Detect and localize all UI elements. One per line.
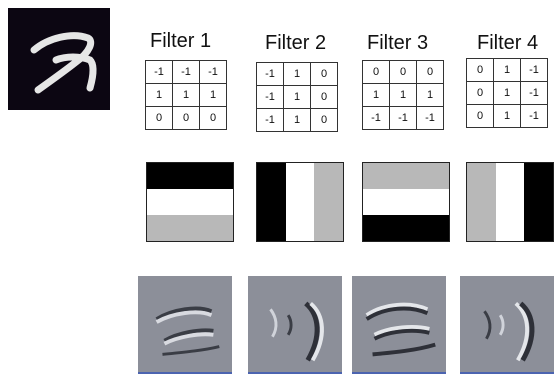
pattern-band — [495, 163, 525, 241]
kernel-cell: 0 — [199, 106, 227, 130]
output-1-drawing — [155, 306, 220, 356]
pattern-band — [467, 163, 496, 241]
filter-1-pattern — [146, 162, 234, 242]
filter-3-pattern — [362, 162, 450, 242]
pattern-band — [363, 215, 449, 241]
kernel-cell: -1 — [389, 106, 417, 130]
pattern-band — [314, 163, 344, 241]
filter-4-title: Filter 4 — [477, 32, 539, 54]
kernel-cell: 1 — [493, 81, 521, 105]
kernel-cell: 0 — [310, 108, 338, 132]
output-3-drawing — [365, 302, 436, 357]
filter-1-title: Filter 1 — [150, 30, 212, 52]
kernel-cell: 0 — [416, 60, 444, 84]
kernel-cell: 0 — [389, 60, 417, 84]
filter-1-output-map — [138, 276, 232, 374]
filter-3-kernel: 0 0 0 1 1 1 -1 -1 -1 — [362, 60, 444, 130]
pattern-band — [524, 163, 554, 241]
kernel-cell: -1 — [520, 58, 548, 82]
filter-4-kernel: 0 1 -1 0 1 -1 0 1 -1 — [466, 58, 548, 128]
kernel-cell: 0 — [362, 60, 390, 84]
output-4-drawing — [483, 301, 535, 362]
kernel-cell: 0 — [466, 81, 494, 105]
pattern-band — [257, 163, 286, 241]
kernel-cell: -1 — [256, 108, 284, 132]
filter-4-output-map — [460, 276, 554, 374]
pattern-band — [147, 163, 233, 189]
kernel-cell: -1 — [520, 104, 548, 128]
kernel-cell: 0 — [172, 106, 200, 130]
kernel-cell: -1 — [199, 60, 227, 84]
filter-2-pattern — [256, 162, 344, 242]
filter-2-kernel: -1 1 0 -1 1 0 -1 1 0 — [256, 62, 338, 132]
filter-2-output-map — [248, 276, 342, 374]
kernel-cell: 0 — [310, 85, 338, 109]
pattern-band — [147, 189, 233, 215]
filter-4-pattern — [466, 162, 554, 242]
kernel-cell: 1 — [362, 83, 390, 107]
kernel-cell: 1 — [493, 58, 521, 82]
kernel-cell: -1 — [362, 106, 390, 130]
kernel-cell: 0 — [466, 104, 494, 128]
kernel-cell: 1 — [145, 83, 173, 107]
kernel-cell: -1 — [256, 62, 284, 86]
digit-seven-drawing — [30, 32, 97, 94]
kernel-cell: 1 — [389, 83, 417, 107]
kernel-cell: -1 — [520, 81, 548, 105]
kernel-cell: 0 — [466, 58, 494, 82]
output-2-drawing — [269, 301, 324, 362]
kernel-cell: -1 — [172, 60, 200, 84]
kernel-cell: -1 — [416, 106, 444, 130]
kernel-cell: 0 — [145, 106, 173, 130]
kernel-cell: 1 — [493, 104, 521, 128]
filter-3-output-map — [352, 276, 446, 374]
pattern-band — [147, 215, 233, 241]
kernel-cell: 1 — [283, 62, 311, 86]
kernel-cell: 1 — [199, 83, 227, 107]
kernel-cell: 1 — [416, 83, 444, 107]
kernel-cell: -1 — [256, 85, 284, 109]
kernel-cell: 1 — [283, 85, 311, 109]
kernel-cell: 1 — [172, 83, 200, 107]
pattern-band — [285, 163, 315, 241]
kernel-cell: 1 — [283, 108, 311, 132]
filter-1-kernel: -1 -1 -1 1 1 1 0 0 0 — [145, 60, 227, 130]
kernel-cell: 0 — [310, 62, 338, 86]
pattern-band — [363, 163, 449, 189]
filter-3-title: Filter 3 — [367, 32, 429, 54]
filter-2-title: Filter 2 — [265, 32, 327, 54]
kernel-cell: -1 — [145, 60, 173, 84]
input-digit-image — [8, 8, 110, 110]
pattern-band — [363, 189, 449, 215]
